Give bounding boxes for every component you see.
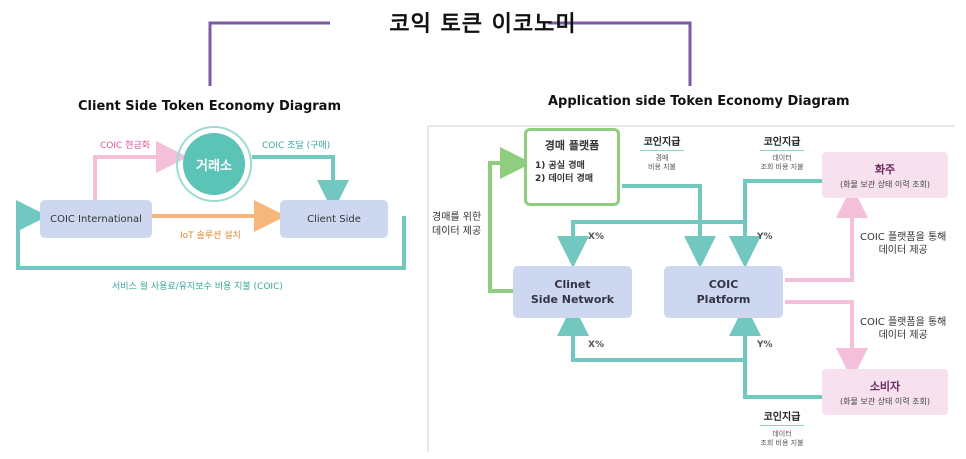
arrow-cash <box>93 141 188 200</box>
client-network-box: Clinet Side Network <box>513 266 632 318</box>
coic-international-box: COIC International <box>40 200 152 238</box>
coic-international-label: COIC International <box>50 213 142 225</box>
arrow-buy <box>252 155 349 212</box>
coin-pay-3-note: 데이터 조회 비용 지불 <box>760 430 804 447</box>
client-side-box: Client Side <box>280 200 388 238</box>
auction-title: 경매 플랫폼 <box>544 139 600 152</box>
coin-pay-3: 코인지급 <box>760 408 804 426</box>
auction-item-2: 2) 데이터 경매 <box>535 174 594 184</box>
title-bracket <box>208 21 330 86</box>
shipper-box: 화주 (화물 보관 상태 이력 조회) <box>822 152 948 198</box>
arrow-service <box>16 200 406 270</box>
shipper-title: 화주 <box>874 162 896 176</box>
x-percent-upper: X% <box>588 232 604 242</box>
coin-pay-1: 코인지급 <box>640 133 684 151</box>
consumer-box: 소비자 (화물 보관 상태 이력 조회) <box>822 369 948 415</box>
arrow-consumer-platform <box>729 304 822 399</box>
coin-pay-2-note: 데이터 조회 비용 지불 <box>760 154 804 171</box>
buy-label: COIC 조달 (구매) <box>262 141 331 151</box>
exchange-node: 거래소 <box>176 126 252 202</box>
arrow-platform-shipper <box>785 186 868 282</box>
arrow-shipper-platform <box>729 179 822 268</box>
page-title: 코익 토큰 이코노미 <box>389 12 577 37</box>
coin-pay-2: 코인지급 <box>760 133 804 151</box>
consumer-title: 소비자 <box>869 379 901 393</box>
y-percent-lower: Y% <box>757 340 773 350</box>
exchange-label: 거래소 <box>196 158 232 174</box>
arrow-auction-platform <box>622 184 716 268</box>
y-percent-upper: Y% <box>757 232 773 242</box>
auction-platform-box: 경매 플랫폼 1) 공실 경매 2) 데이터 경매 <box>524 128 620 206</box>
coic-platform-box: COIC Platform <box>664 266 783 318</box>
shipper-subtitle: (화물 보관 상태 이력 조회) <box>839 179 930 189</box>
arrow-data-auction <box>488 147 532 293</box>
platform-data-label-2: COIC 플랫폼을 통해 데이터 제공 <box>860 317 947 341</box>
platform-data-label-1: COIC 플랫폼을 통해 데이터 제공 <box>860 232 947 256</box>
iot-label: IoT 솔루션 설치 <box>180 231 241 241</box>
left-subtitle: Client Side Token Economy Diagram <box>78 99 342 114</box>
arrow-platform-consumer <box>785 300 868 380</box>
cash-label: COIC 현금화 <box>100 141 151 151</box>
arrow-upper-x <box>557 220 745 268</box>
arrow-lower-x <box>557 304 745 362</box>
coin-pay-1-note: 경매 비용 지불 <box>648 154 676 171</box>
auction-item-1: 1) 공실 경매 <box>535 161 585 171</box>
client-side-label: Client Side <box>307 213 361 225</box>
right-subtitle: Application side Token Economy Diagram <box>548 94 850 109</box>
consumer-subtitle: (화물 보관 상태 이력 조회) <box>839 396 930 406</box>
data-for-auction-label: 경매를 위한 데이터 제공 <box>432 212 482 237</box>
service-label: 서비스 월 사용료/유지보수 비용 지불 (COIC) <box>112 282 283 292</box>
x-percent-lower: X% <box>588 340 604 350</box>
title-bracket-right <box>548 21 692 86</box>
